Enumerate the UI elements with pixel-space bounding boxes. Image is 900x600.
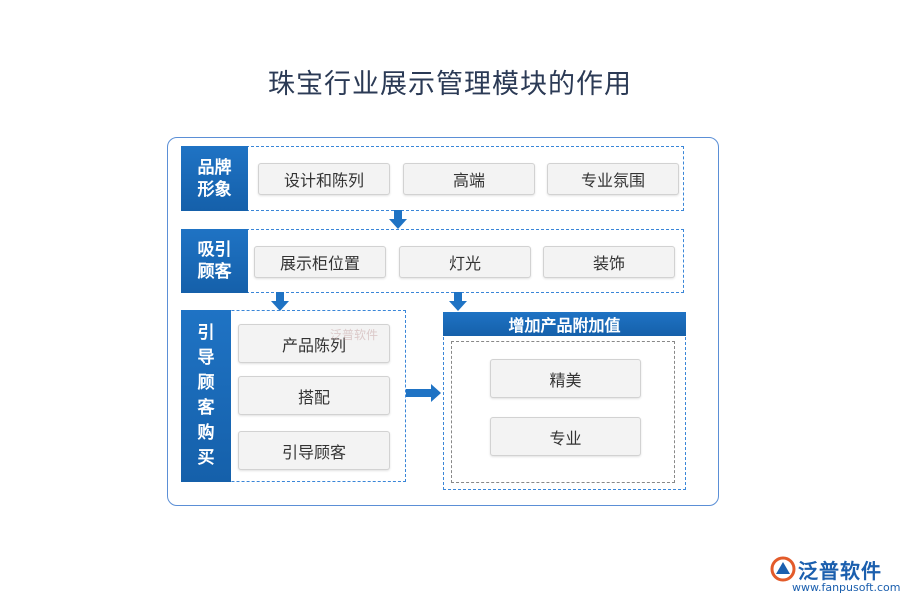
attract-item-decoration: 装饰	[543, 246, 675, 278]
guide-item-product-display: 产品陈列	[238, 324, 390, 363]
attract-item-display-cabinet: 展示柜位置	[254, 246, 386, 278]
guide-purchase-label-char: 顾	[197, 373, 215, 393]
brand-item-design-display: 设计和陈列	[258, 163, 390, 195]
down-arrow-icon	[449, 292, 467, 311]
guide-purchase-label-char: 导	[197, 348, 215, 368]
logo-name: 泛普软件	[798, 559, 882, 583]
watermark-text: 泛普软件	[330, 328, 379, 342]
watermark-logo: 泛普软件	[330, 326, 378, 343]
guide-purchase-label-char: 买	[197, 448, 215, 468]
attract-customers-label: 吸引 顾客	[181, 229, 248, 293]
right-arrow-icon	[406, 384, 441, 402]
guide-purchase-label-char: 客	[197, 398, 215, 418]
attract-customers-label-line1: 吸引	[197, 240, 232, 260]
value-added-inner-box	[451, 341, 675, 483]
attract-customers-label-line2: 顾客	[197, 262, 232, 282]
brand-item-high-end: 高端	[403, 163, 535, 195]
page-title: 珠宝行业展示管理模块的作用	[268, 69, 632, 100]
down-arrow-icon	[271, 292, 289, 311]
brand-item-professional-atmosphere: 专业氛围	[547, 163, 679, 195]
logo-url: www.fanpusoft.com	[792, 581, 900, 594]
guide-purchase-label-char: 购	[197, 423, 215, 443]
value-item-exquisite: 精美	[490, 359, 641, 398]
brand-logo: 泛普软件 www.fanpusoft.com	[770, 553, 900, 595]
guide-item-guide-customers: 引导顾客	[238, 431, 390, 470]
diagram-frame	[167, 137, 719, 506]
logo-icon	[770, 556, 796, 582]
attract-item-lighting: 灯光	[399, 246, 531, 278]
down-arrow-icon	[389, 210, 407, 229]
guide-purchase-label: 引 导 顾 客 购 买	[181, 310, 231, 482]
value-item-professional: 专业	[490, 417, 641, 456]
brand-image-label-line1: 品牌	[197, 157, 232, 178]
value-added-header: 增加产品附加值	[443, 312, 686, 336]
brand-image-label-line2: 形象	[197, 179, 232, 200]
guide-purchase-label-char: 引	[197, 323, 215, 343]
guide-item-matching: 搭配	[238, 376, 390, 415]
brand-image-label: 品牌 形象	[181, 146, 248, 211]
